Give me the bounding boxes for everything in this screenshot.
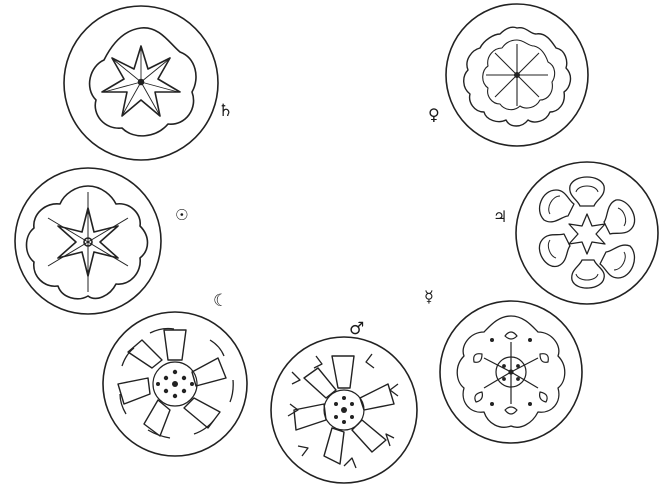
emblem-saturn bbox=[64, 6, 218, 160]
mercury-symbol: ☿ bbox=[424, 287, 434, 306]
emblem-sun bbox=[15, 168, 161, 314]
moon-symbol: ☾ bbox=[213, 291, 228, 311]
emblem-moon-center-dots bbox=[156, 370, 194, 398]
sun-symbol: ☉ bbox=[175, 206, 188, 224]
emblem-jupiter bbox=[516, 162, 658, 304]
jupiter-symbol: ♃ bbox=[493, 207, 507, 226]
emblem-venus bbox=[446, 4, 588, 146]
emblem-sun-rays bbox=[48, 192, 128, 292]
emblem-mercury bbox=[440, 301, 582, 443]
emblem-moon bbox=[103, 312, 247, 456]
emblem-mars bbox=[271, 337, 417, 483]
emblem-venus-center-dot bbox=[515, 73, 519, 77]
emblem-mars-center-dots bbox=[334, 396, 354, 424]
emblem-jupiter-outer-ring bbox=[516, 162, 658, 304]
emblem-jupiter-petal-loops bbox=[539, 177, 634, 288]
emblem-saturn-center-dot bbox=[139, 80, 144, 85]
venus-symbol: ♀ bbox=[428, 105, 440, 124]
emblem-moon-six-arms bbox=[118, 330, 226, 436]
mars-symbol: ♂ bbox=[349, 319, 364, 339]
emblem-jupiter-center-star bbox=[569, 214, 605, 254]
saturn-symbol: ♄ bbox=[218, 101, 233, 121]
